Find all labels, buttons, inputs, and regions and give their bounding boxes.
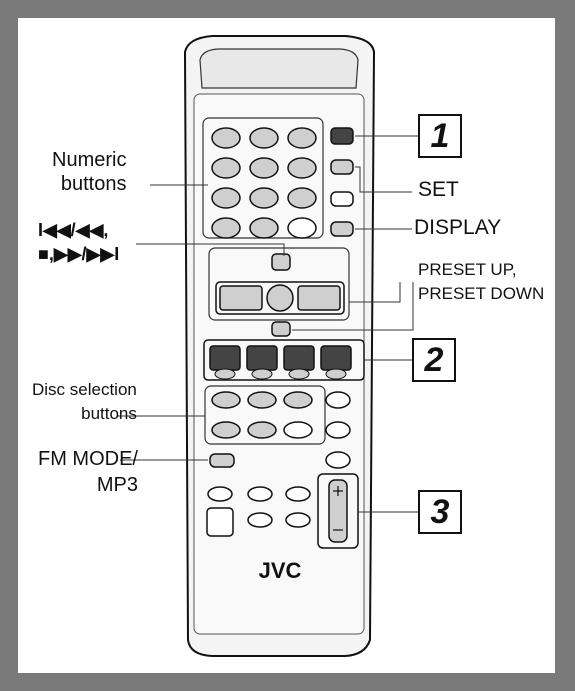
skip-back-button: [219, 285, 263, 311]
fm-mode-label: FM MODE/ MP3: [38, 448, 138, 496]
set-label: SET: [418, 178, 459, 201]
right-small-button: [330, 191, 354, 207]
volume-rocker: [328, 479, 348, 543]
numeric-buttons-group: [202, 117, 324, 239]
skip-forward-button: [297, 285, 341, 311]
preset-up-button: [271, 253, 291, 271]
standby-button: [330, 127, 354, 145]
brand-logo: JVC: [259, 558, 302, 583]
lower-buttons-group: [206, 486, 311, 537]
set-button: [330, 159, 354, 175]
misc-button: [325, 451, 351, 469]
preset-down-button: [271, 321, 291, 337]
stop-button: [266, 284, 294, 312]
transport-buttons-group: [208, 247, 350, 337]
volume-group: [317, 473, 359, 549]
callout-2: 2: [412, 338, 456, 382]
callout-3: 3: [418, 490, 462, 534]
disc-selection-group: [204, 385, 351, 445]
ir-window: [199, 48, 359, 89]
preset-label: PRESET UP, PRESET DOWN: [418, 260, 545, 303]
skip-buttons-label: I◀◀/◀◀, ■,▶▶/▶▶I: [38, 220, 120, 264]
callout-1: 1: [418, 114, 462, 158]
display-label: DISPLAY: [414, 216, 502, 239]
fm-mode-button: [209, 453, 235, 468]
numeric-buttons-label: Numeric buttons: [52, 149, 127, 195]
source-buttons-group: [203, 339, 365, 381]
display-button: [330, 221, 354, 237]
disc-selection-label: Disc selection buttons: [32, 380, 137, 423]
callout-lines: [118, 135, 418, 513]
